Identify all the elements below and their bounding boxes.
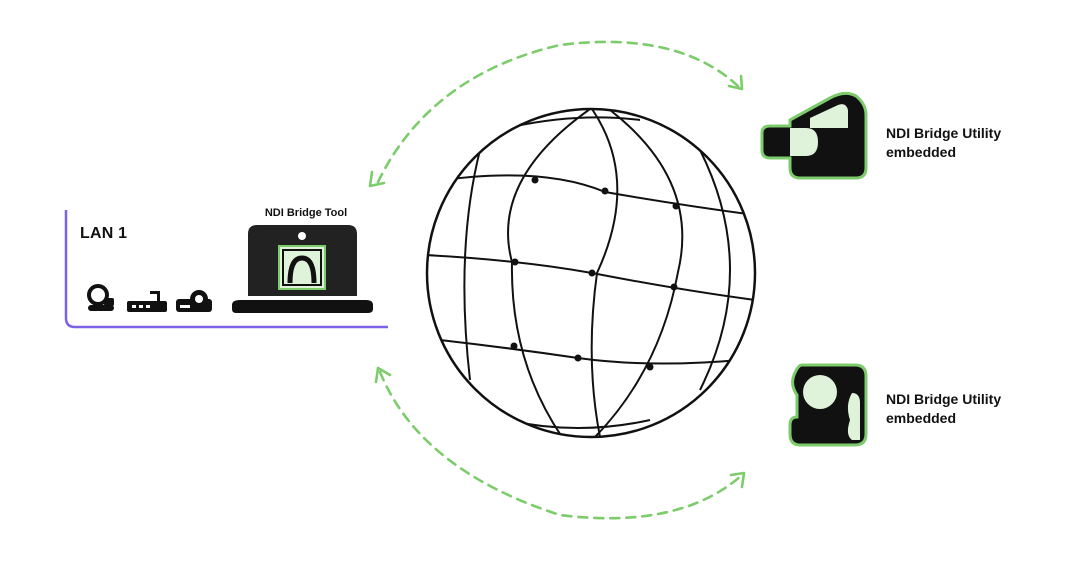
remote-bottom-line2: embedded xyxy=(886,410,957,426)
projector-icon xyxy=(176,290,212,312)
globe-icon xyxy=(425,107,757,439)
switch-icon xyxy=(127,291,167,312)
remote-bottom-label: NDI Bridge Utility embedded xyxy=(886,390,1001,428)
lan-title: LAN 1 xyxy=(80,225,128,242)
dashed-arrow-bottom xyxy=(374,366,746,520)
dashed-arrow-top xyxy=(368,40,744,188)
remote-top-line2: embedded xyxy=(886,144,957,160)
ptz-camera-icon xyxy=(87,284,114,311)
remote-top-label: NDI Bridge Utility embedded xyxy=(886,124,1001,162)
ndi-logo-icon xyxy=(278,245,326,290)
remote-bottom-line1: NDI Bridge Utility xyxy=(886,391,1002,407)
lan-bracket xyxy=(64,210,388,329)
ptz-camera-large-icon xyxy=(788,363,868,447)
remote-top-line1: NDI Bridge Utility xyxy=(886,125,1002,141)
broadcast-camera-icon xyxy=(760,91,868,180)
bridge-tool-label: NDI Bridge Tool xyxy=(264,207,348,219)
